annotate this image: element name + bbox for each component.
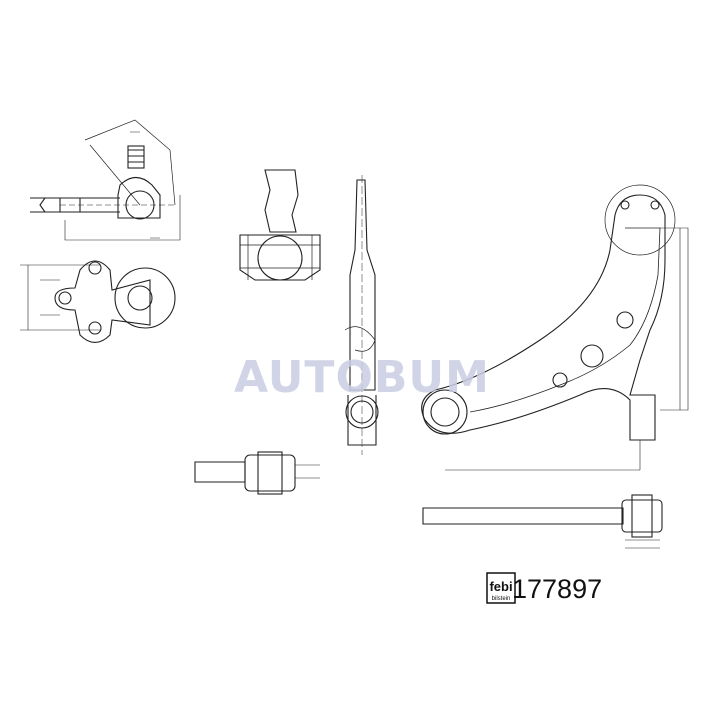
febi-bilstein-logo: febi bilstein	[486, 572, 516, 604]
arm-bottom-view	[422, 494, 663, 549]
part-number: 177897	[512, 574, 603, 604]
bushing-view	[194, 451, 320, 495]
ball-joint-top-view	[20, 260, 176, 344]
ball-joint-section	[239, 169, 321, 281]
arm-edge-view	[344, 175, 379, 455]
control-arm-main-view	[421, 184, 689, 471]
ball-joint-side-view	[30, 119, 181, 241]
watermark: AUTOBUM	[234, 352, 490, 403]
svg-text:febi: febi	[489, 579, 512, 594]
svg-text:bilstein: bilstein	[492, 596, 511, 602]
